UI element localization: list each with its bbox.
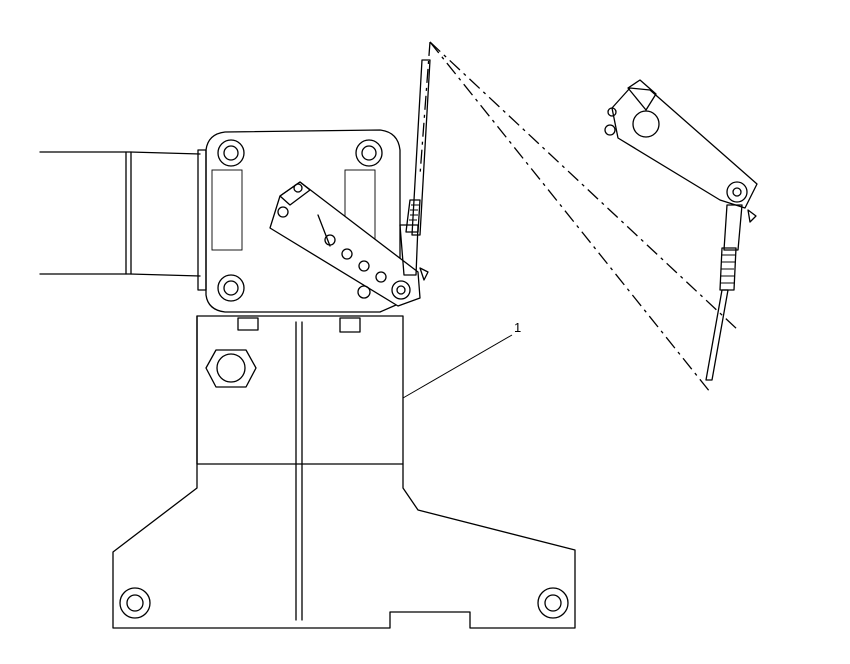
mounting-bracket (112, 315, 576, 629)
detail-outline (419, 41, 739, 393)
callout-1: 1 (402, 320, 521, 399)
bracket-mount-bolt (119, 587, 151, 619)
flange-bolt (217, 139, 245, 167)
detail-linkage (604, 79, 758, 381)
callout-1-label: 1 (514, 320, 521, 335)
flange-bolt (355, 139, 383, 167)
push-rod (399, 59, 431, 281)
housing-tube (39, 151, 201, 277)
bracket-mount-bolt (537, 587, 569, 619)
hex-bolt-head (205, 349, 257, 388)
flange-bolt (217, 274, 245, 302)
lever-arm (269, 181, 421, 307)
